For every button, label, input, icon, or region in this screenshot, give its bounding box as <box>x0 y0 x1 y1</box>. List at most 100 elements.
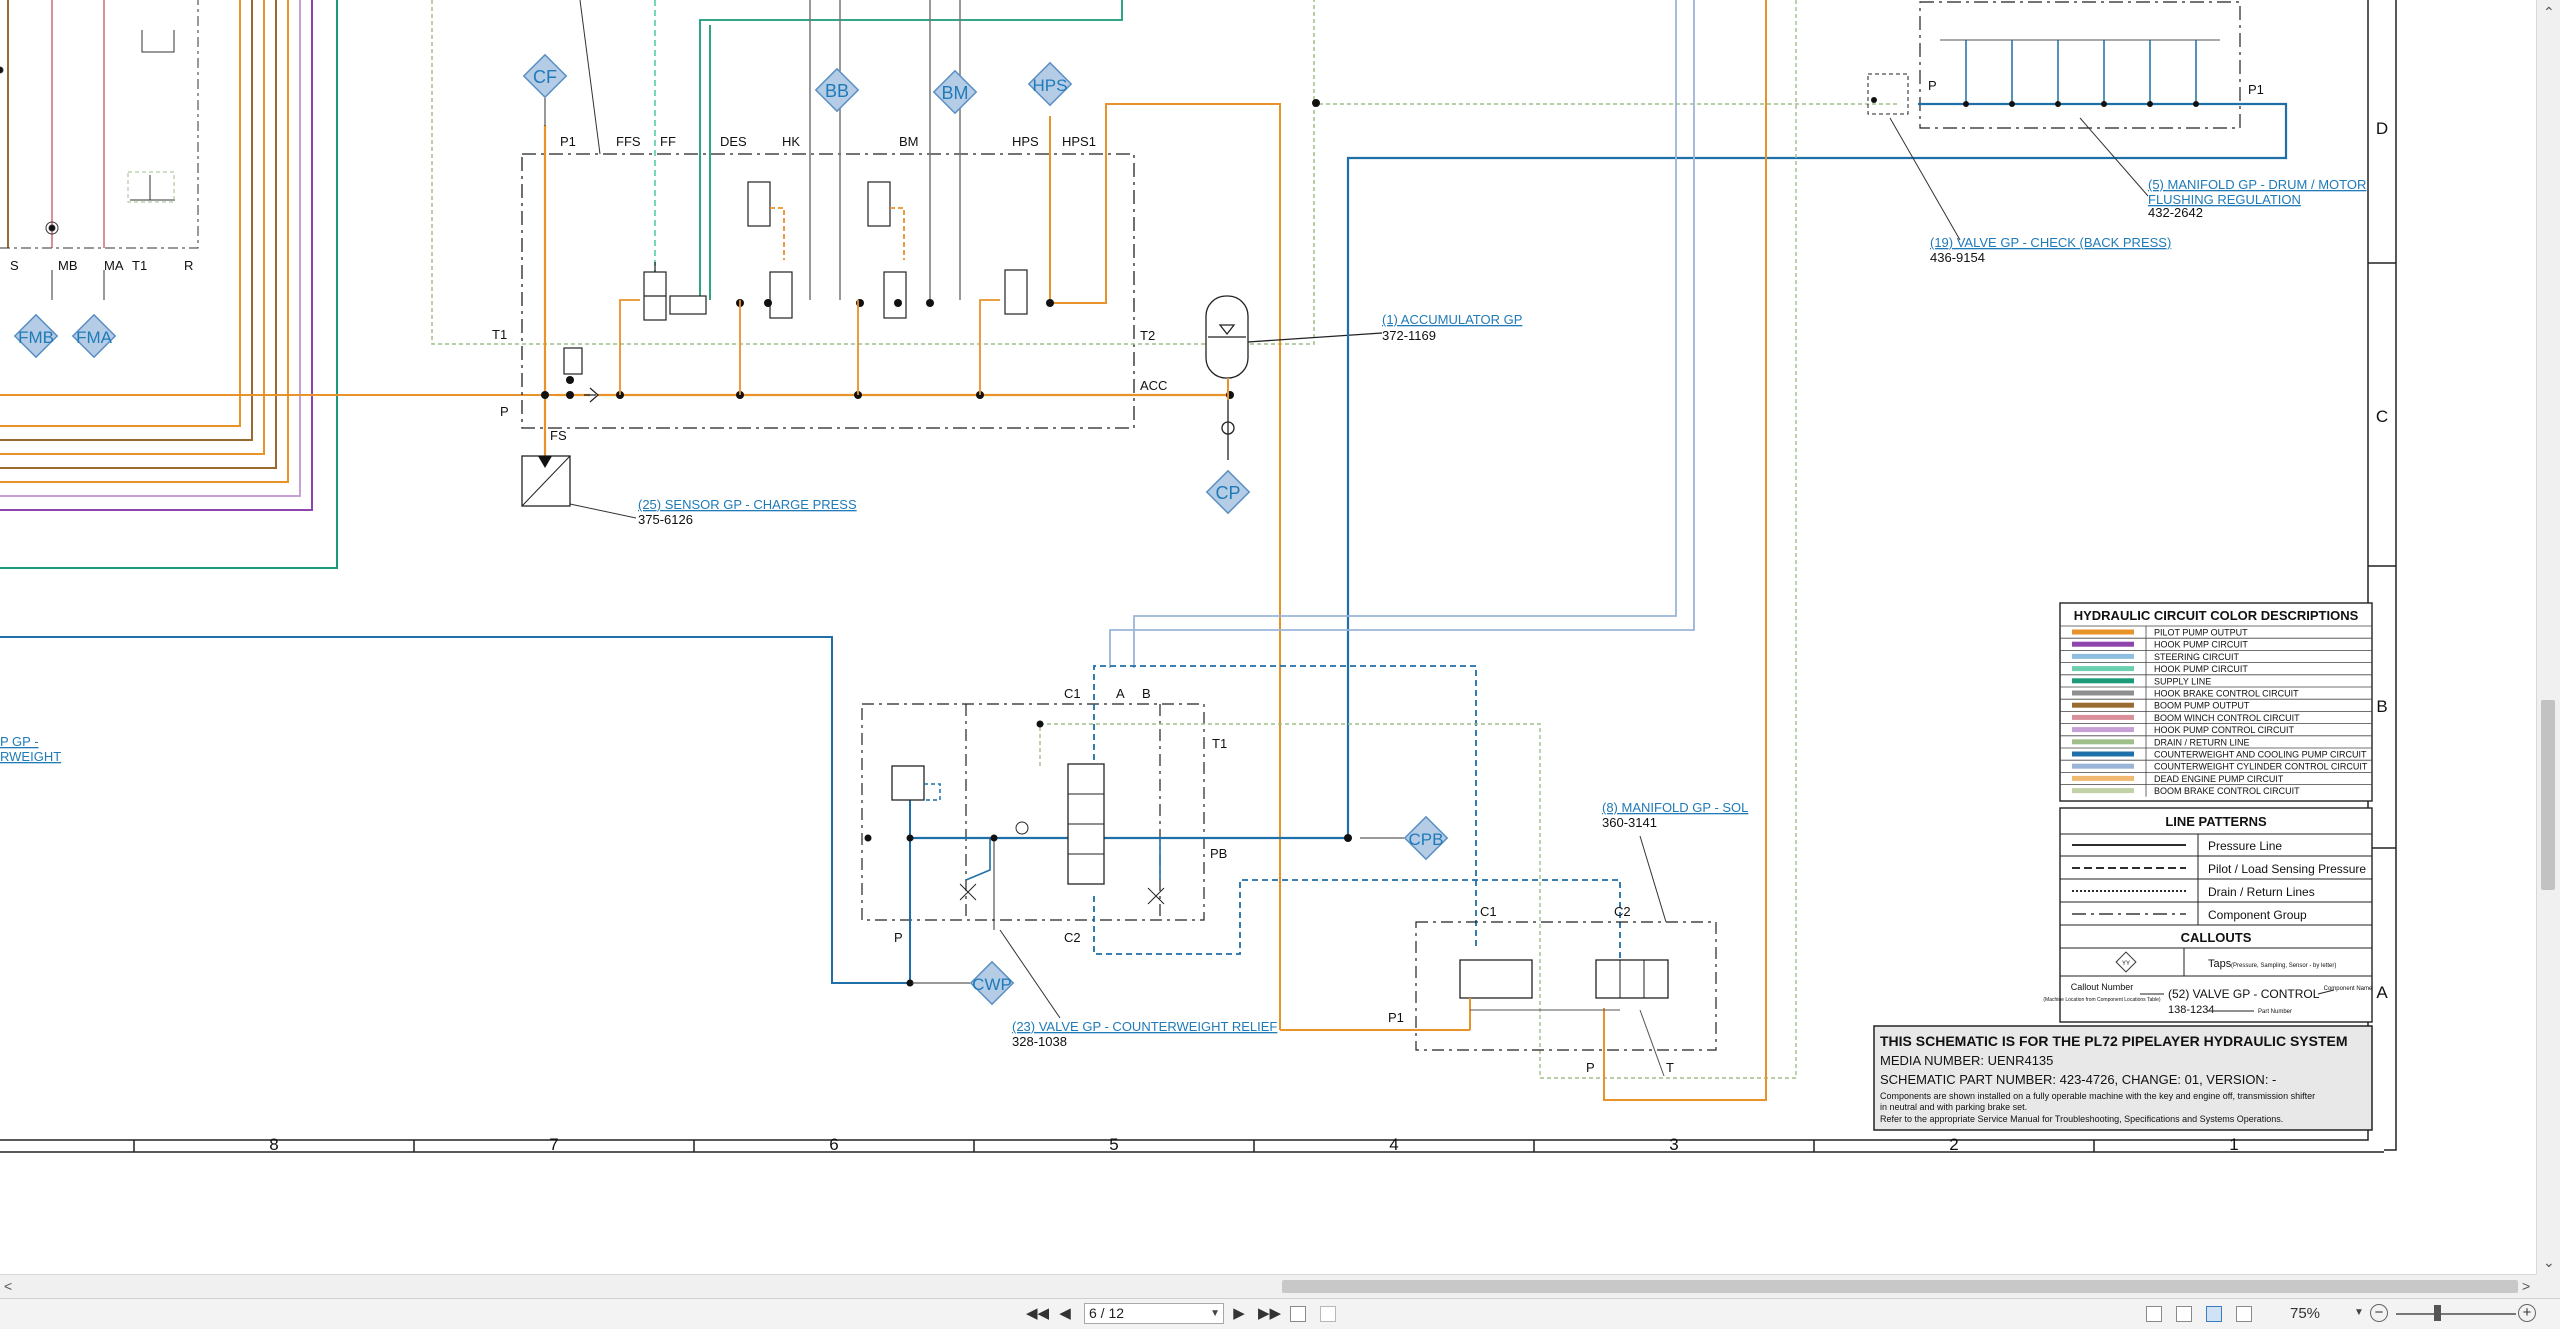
accumulator[interactable] <box>1205 295 1383 460</box>
single-page-view-icon[interactable] <box>2146 1306 2162 1322</box>
svg-text:5: 5 <box>1109 1135 1118 1154</box>
svg-text:P: P <box>1586 1060 1595 1075</box>
prev-page-icon[interactable]: ◀ <box>1059 1305 1071 1322</box>
svg-text:Drain / Return Lines: Drain / Return Lines <box>2208 885 2315 899</box>
zoom-slider[interactable] <box>2396 1313 2516 1315</box>
grid-column-labels: 8 7 6 5 4 3 2 1 <box>269 1135 2238 1154</box>
vertical-scroll-thumb[interactable] <box>2541 700 2555 890</box>
legend-label: DEAD ENGINE PUMP CIRCUIT <box>2154 774 2284 784</box>
svg-text:Refer to the appropriate Servi: Refer to the appropriate Service Manual … <box>1880 1114 2283 1124</box>
callout-accumulator[interactable]: (1) ACCUMULATOR GP 372-1169 <box>1382 312 1522 343</box>
fit-page-icon[interactable] <box>1290 1306 1306 1322</box>
svg-text:360-3141: 360-3141 <box>1602 815 1657 830</box>
svg-text:HYDRAULIC CIRCUIT COLOR DESCRI: HYDRAULIC CIRCUIT COLOR DESCRIPTIONS <box>2074 608 2359 623</box>
tap-bb[interactable]: BB <box>815 68 859 112</box>
tap-fmb[interactable]: FMB <box>14 314 58 358</box>
tap-cpb[interactable]: CPB <box>1404 816 1448 860</box>
callout-charge-sensor[interactable]: (25) SENSOR GP - CHARGE PRESS 375-6126 <box>638 497 857 527</box>
zoom-level[interactable]: 75% <box>2290 1305 2321 1322</box>
chevron-down-icon[interactable]: ▼ <box>1210 1308 1220 1319</box>
legend-row: BOOM WINCH CONTROL CIRCUIT <box>2060 711 2372 723</box>
svg-text:Components are shown installed: Components are shown installed on a full… <box>1880 1091 2315 1101</box>
continuous-facing-view-icon[interactable] <box>2236 1306 2252 1322</box>
svg-text:FF: FF <box>660 134 676 149</box>
svg-text:in neutral and with parking br: in neutral and with parking brake set. <box>1880 1102 2027 1112</box>
tap-cf[interactable]: CF <box>523 54 567 126</box>
svg-text:C1: C1 <box>1480 904 1497 919</box>
document-view[interactable]: S MB MA T1 R FMB FMA <box>0 0 2536 1274</box>
legend-label: SUPPLY LINE <box>2154 676 2211 686</box>
legend-label: COUNTERWEIGHT CYLINDER CONTROL CIRCUIT <box>2154 762 2368 772</box>
horizontal-scrollbar[interactable]: < > <box>0 1274 2536 1298</box>
svg-text:P: P <box>894 930 903 945</box>
vertical-scrollbar[interactable]: ⌃ ⌄ <box>2536 0 2560 1274</box>
legend-row: HOOK PUMP CONTROL CIRCUIT <box>2060 723 2372 735</box>
continuous-view-icon[interactable] <box>2176 1306 2192 1322</box>
tap-bm[interactable]: BM <box>933 70 977 114</box>
svg-text:S: S <box>10 258 19 273</box>
legend-label: PILOT PUMP OUTPUT <box>2154 628 2248 638</box>
legend-swatch <box>2072 775 2134 781</box>
zoom-slider-thumb[interactable] <box>2434 1305 2441 1321</box>
svg-text:B: B <box>2376 697 2387 716</box>
legend-swatch <box>2072 653 2134 659</box>
first-page-icon[interactable]: ◀◀ <box>1026 1305 1050 1322</box>
svg-text:FLUSHING REGULATION: FLUSHING REGULATION <box>2148 192 2301 207</box>
legend-swatch <box>2072 714 2134 720</box>
next-page-icon[interactable]: ▶ <box>1233 1305 1245 1322</box>
svg-text:FFS: FFS <box>616 134 641 149</box>
counterweight-relief-group <box>861 0 1797 1079</box>
last-page-icon[interactable]: ▶▶ <box>1258 1305 1282 1322</box>
svg-text:(1) ACCUMULATOR GP: (1) ACCUMULATOR GP <box>1382 312 1522 327</box>
svg-text:MEDIA NUMBER: UENR4135: MEDIA NUMBER: UENR4135 <box>1880 1053 2053 1068</box>
legend-row: HOOK PUMP CIRCUIT <box>2060 662 2372 674</box>
left-port-labels: S MB MA T1 R <box>10 258 193 273</box>
horizontal-scroll-thumb[interactable] <box>1282 1280 2518 1293</box>
legend-row: DEAD ENGINE PUMP CIRCUIT <box>2060 772 2372 784</box>
charge-press-sensor[interactable] <box>521 455 637 519</box>
svg-text:(Machine Location from Compone: (Machine Location from Component Locatio… <box>2043 997 2161 1003</box>
legend-row: COUNTERWEIGHT AND COOLING PUMP CIRCUIT <box>2060 747 2372 760</box>
facing-view-icon[interactable] <box>2206 1306 2222 1322</box>
zoom-in-icon[interactable]: + <box>2518 1304 2536 1322</box>
legend-label: BOOM PUMP OUTPUT <box>2154 701 2250 711</box>
svg-text:T: T <box>1666 1060 1674 1075</box>
svg-text:HPS1: HPS1 <box>1062 134 1096 149</box>
scroll-left-icon[interactable]: < <box>4 1278 13 1294</box>
callout-sol-manifold[interactable]: (8) MANIFOLD GP - SOL 360-3141 <box>1602 800 1748 830</box>
tap-fma[interactable]: FMA <box>72 314 116 358</box>
svg-text:DES: DES <box>720 134 747 149</box>
tap-hps[interactable]: HPS <box>1028 62 1072 106</box>
svg-text:HPS: HPS <box>1012 134 1039 149</box>
svg-text:CP: CP <box>1215 483 1240 503</box>
legend-label: DRAIN / RETURN LINE <box>2154 737 2250 747</box>
legend-row: SUPPLY LINE <box>2060 674 2372 686</box>
legend-swatch <box>2072 739 2134 745</box>
svg-text:(5) MANIFOLD GP - DRUM / MOTOR: (5) MANIFOLD GP - DRUM / MOTOR <box>2148 177 2366 192</box>
sol-manifold-ports: C1 C2 P1 P T <box>1388 904 1674 1075</box>
svg-text:THIS SCHEMATIC IS FOR THE PL72: THIS SCHEMATIC IS FOR THE PL72 PIPELAYER… <box>1880 1033 2348 1049</box>
svg-text:A: A <box>1116 686 1125 701</box>
svg-text:ACC: ACC <box>1140 378 1167 393</box>
charge-manifold-group <box>431 0 1900 1030</box>
callout-cutoff-left[interactable]: P GP - RWEIGHT <box>0 734 61 764</box>
legend-row: HOOK BRAKE CONTROL CIRCUIT <box>2060 686 2372 699</box>
zoom-out-icon[interactable]: − <box>2370 1304 2388 1322</box>
svg-text:HPS: HPS <box>1033 76 1068 95</box>
scroll-right-icon[interactable]: > <box>2522 1278 2531 1294</box>
page-number-input[interactable]: 6 / 12 ▼ <box>1084 1303 1224 1324</box>
callout-cw-relief[interactable]: (23) VALVE GP - COUNTERWEIGHT RELIEF 328… <box>1012 1019 1277 1049</box>
flushing-dots <box>1871 97 2199 107</box>
callout-drum-manifold[interactable]: (5) MANIFOLD GP - DRUM / MOTOR FLUSHING … <box>2148 177 2366 220</box>
callout-check-valve[interactable]: (19) VALVE GP - CHECK (BACK PRESS) 436-9… <box>1930 235 2171 265</box>
tap-cwp[interactable]: CWP <box>970 961 1014 1005</box>
scroll-down-icon[interactable]: ⌄ <box>2543 1254 2555 1270</box>
svg-text:T2: T2 <box>1140 328 1155 343</box>
tap-cp[interactable]: CP <box>1206 470 1250 514</box>
svg-text:Pressure Line: Pressure Line <box>2208 839 2282 853</box>
scroll-up-icon[interactable]: ⌃ <box>2543 4 2555 20</box>
legend-swatch <box>2072 666 2134 672</box>
legend-label: BOOM WINCH CONTROL CIRCUIT <box>2154 713 2300 723</box>
zoom-dropdown-icon[interactable]: ▼ <box>2354 1307 2364 1318</box>
fit-width-icon[interactable] <box>1320 1306 1336 1322</box>
